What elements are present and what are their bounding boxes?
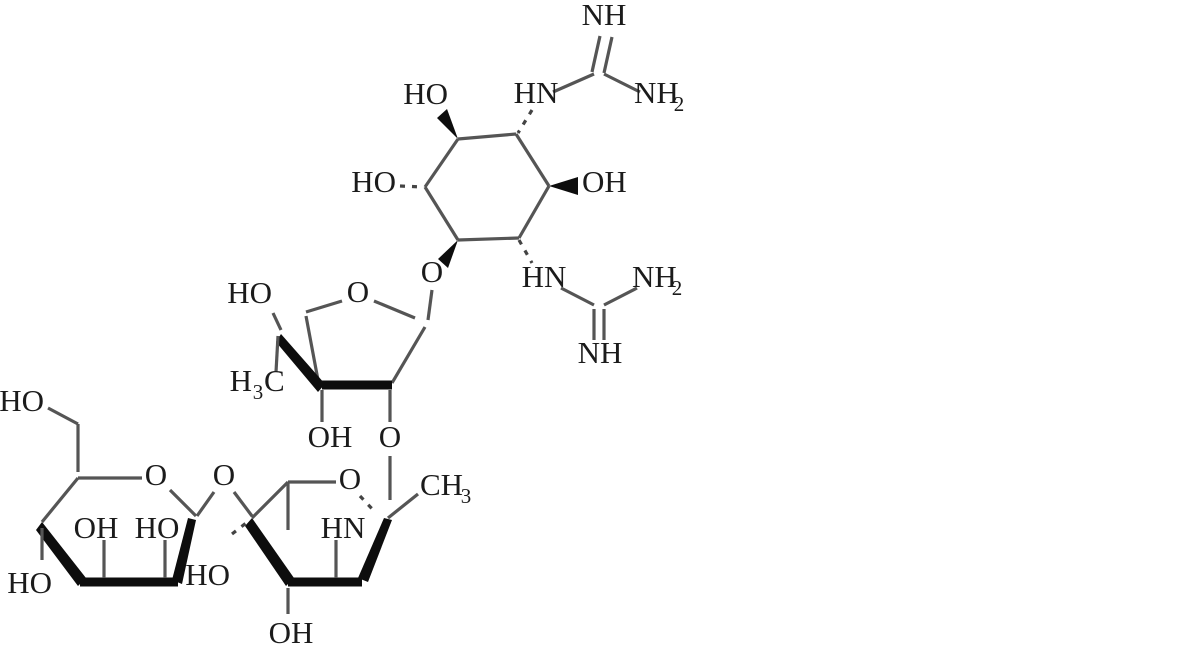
- top-guanidine-group: [516, 35, 641, 134]
- furanose-bond-o-to-c1: [373, 299, 416, 320]
- label-o-glucosamine-ring: O: [339, 461, 361, 496]
- label-o-glycosidic-upper: O: [421, 254, 443, 289]
- bridge-bond-right: [232, 491, 254, 517]
- label-ho-pyranose-left-mid: HO: [135, 510, 180, 545]
- label-nh2-lower-subscript: 2: [672, 276, 683, 300]
- glucosamine-bond-ch3: [387, 492, 419, 520]
- label-h-furanose-methyl: H: [230, 363, 252, 398]
- label-ho-furanose: HO: [227, 275, 272, 310]
- label-oh-ring-a-right: OH: [582, 164, 627, 199]
- pyranose-left-wedge-c4: [36, 522, 86, 586]
- guanidine-top-double-bond-a: [590, 35, 602, 73]
- label-ho-pyranose-left-top: HO: [0, 383, 44, 418]
- label-nh-lower: NH: [578, 335, 623, 370]
- glycosidic-upper-bond-down: [426, 289, 434, 321]
- terminal-pyranose-ring: [36, 406, 198, 587]
- label-oh-furanose: OH: [308, 419, 353, 454]
- label-o-furanose-ring: O: [347, 274, 369, 309]
- label-ho-glucosamine-left: HO: [185, 557, 230, 592]
- label-nh2-top: NH: [634, 75, 679, 110]
- label-ho-ring-a-top: HO: [403, 76, 448, 111]
- guanidine-lower-bond-nh2: [603, 286, 638, 307]
- ring-a-bond-lower-left: [423, 186, 460, 241]
- pyranose-left-bond-o-c1: [168, 488, 198, 518]
- guanidine-top-hashed-bond: [516, 109, 534, 134]
- furanose-bond-ho: [271, 312, 283, 331]
- label-h3-furanose-methyl-subscript: 3: [253, 380, 264, 404]
- lower-guanidine-group: [560, 286, 638, 340]
- label-hn-top: HN: [514, 75, 559, 110]
- glucosamine-wedge-c1: [358, 518, 392, 582]
- ring-a-bond-bottom: [457, 236, 520, 242]
- glucosamine-bond-c4-up: [250, 480, 290, 520]
- ring-a-wedge-oh-right: [549, 177, 578, 195]
- pyranose-left-bond-c5-c4: [40, 476, 80, 524]
- guanidine-top-double-bond-b: [602, 36, 614, 74]
- label-hn-glucosamine: HN: [321, 510, 366, 545]
- label-nh2-top-subscript: 2: [674, 92, 685, 116]
- label-ch3-glucosamine-subscript: 3: [461, 484, 472, 508]
- furanose-wedge-c4: [276, 334, 325, 392]
- label-o-bridge: O: [213, 457, 235, 492]
- guanidine-top-bond-hn: [552, 72, 595, 94]
- ring-a-bond-top: [457, 132, 517, 141]
- label-oh-glucosamine-bottom: OH: [269, 615, 314, 650]
- label-ho-pyranose-left-bottom: HO: [7, 565, 52, 600]
- furanose-bond-c4-to-c3: [304, 315, 320, 381]
- furanose-bond-o-to-c4: [305, 299, 343, 314]
- n-methyl-glucosamine-ring: [231, 480, 419, 614]
- label-oh-pyranose-left-mid: OH: [74, 510, 119, 545]
- furanose-bond-c1-to-c2: [390, 326, 427, 384]
- label-o-pyranose-left-ring: O: [145, 457, 167, 492]
- label-c-furanose-methyl: C: [264, 363, 285, 398]
- glucosamine-hashed-o-c1: [358, 494, 377, 514]
- ring-a-hashed-ho-left: [399, 184, 424, 189]
- pyranose-left-wedge-c1: [172, 518, 196, 584]
- ring-a-bond-upper-left: [423, 138, 460, 188]
- ring-a-bond-upper-right: [514, 133, 551, 187]
- pyranose-left-bond-ch2oh-a: [47, 406, 79, 426]
- guanidine-top-bond-nh2: [603, 72, 641, 94]
- ring-a-wedge-o-glycosidic: [438, 240, 458, 268]
- label-hn-lower: HN: [522, 259, 567, 294]
- bridge-bond-left: [195, 491, 216, 517]
- guanidine-lower-bond-hn: [560, 286, 595, 307]
- label-o-glycosidic-lower: O: [379, 419, 401, 454]
- ring-a-bond-lower-right: [517, 185, 551, 239]
- label-ho-ring-a-left: HO: [351, 164, 396, 199]
- furanose-bond-methyl: [274, 335, 280, 373]
- label-ch3-glucosamine: CH: [420, 467, 463, 502]
- ring-a-hashed-hn-bottom: [517, 239, 534, 264]
- glucosamine-hashed-ho: [231, 518, 251, 536]
- streptose-furanose-ring: [271, 299, 427, 422]
- streptidine-ring: [423, 132, 551, 242]
- ring-a-wedge-ho-top: [437, 109, 458, 139]
- label-nh-top: NH: [582, 0, 627, 32]
- label-nh2-lower: NH: [632, 259, 677, 294]
- glucosamine-wedge-c4: [245, 518, 294, 586]
